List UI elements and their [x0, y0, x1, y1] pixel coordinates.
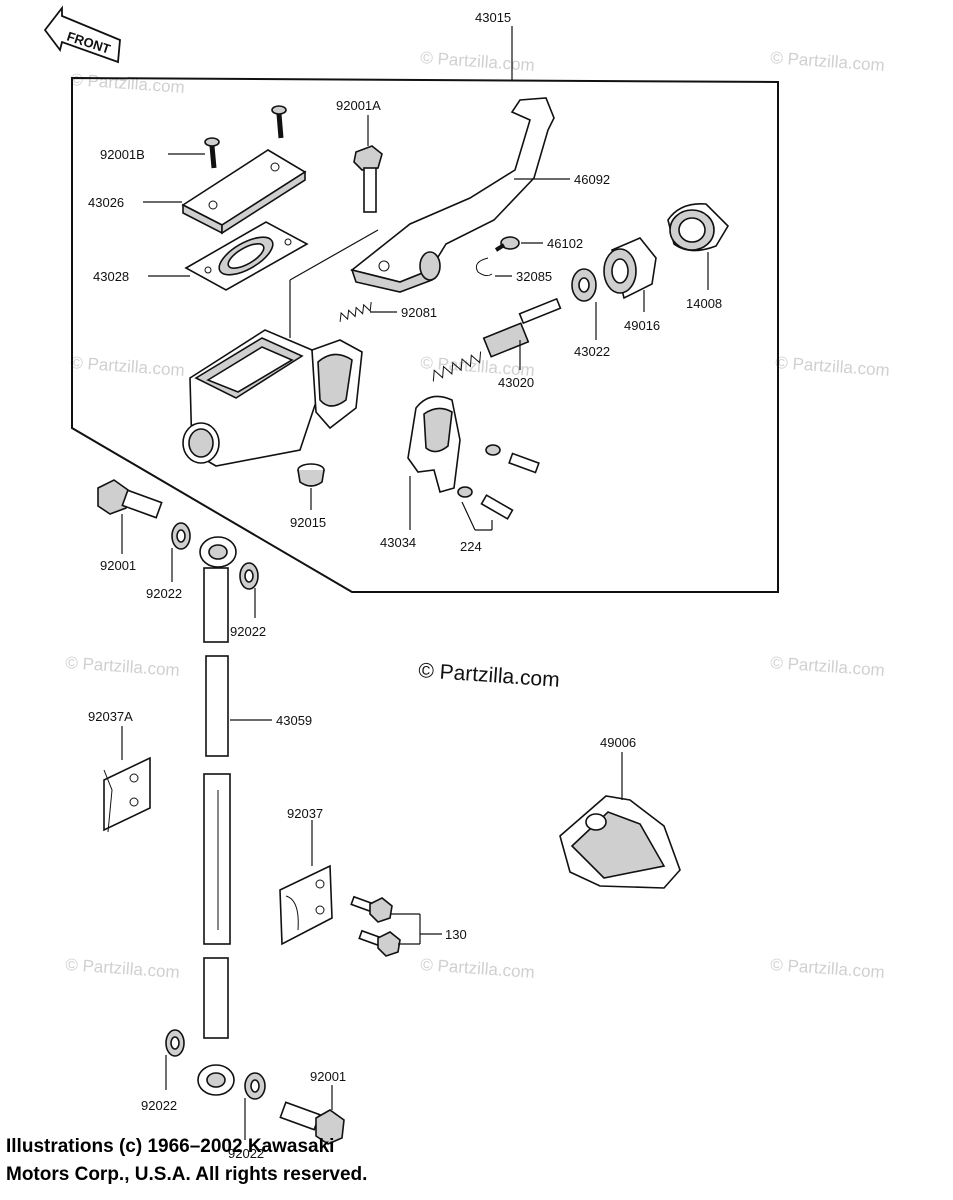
lever-cover-icon	[559, 795, 681, 889]
washer-icon	[571, 268, 597, 302]
label-92022-d: 92022	[228, 1146, 264, 1161]
label-92001-bottom: 92001	[310, 1069, 346, 1084]
banjo-bolt-icon	[97, 479, 163, 519]
label-92001-top: 92001	[100, 558, 136, 573]
watermark: © Partzilla.com	[70, 70, 186, 97]
washer-icon	[244, 1072, 266, 1100]
dust-boot-icon	[667, 203, 730, 252]
adjuster-screw-icon	[494, 236, 520, 252]
bracket-bolts-icon	[350, 895, 401, 957]
label-130: 130	[445, 927, 467, 942]
label-49006: 49006	[600, 735, 636, 750]
label-92022-b: 92022	[230, 624, 266, 639]
label-92081: 92081	[401, 305, 437, 320]
label-43015: 43015	[475, 10, 511, 25]
copyright-line-1: Illustrations (c) 1966–2002 Kawasaki	[6, 1136, 335, 1157]
label-43028: 43028	[93, 269, 129, 284]
label-224: 224	[460, 539, 482, 554]
screw-92001b-icon	[204, 105, 287, 169]
label-14008: 14008	[686, 296, 722, 311]
hose-clamp-icon	[279, 864, 333, 946]
clamp-icon	[407, 395, 461, 493]
washer-icon	[171, 522, 191, 550]
label-92001a: 92001A	[336, 98, 381, 113]
watermark: © Partzilla.com	[420, 48, 536, 75]
label-43026: 43026	[88, 195, 124, 210]
brake-lever-icon	[350, 97, 555, 293]
label-92015: 92015	[290, 515, 326, 530]
watermark: © Partzilla.com	[70, 353, 186, 380]
cap-nut-icon	[297, 463, 325, 487]
watermark: © Partzilla.com	[65, 653, 181, 680]
copyright-line-2: Motors Corp., U.S.A. All rights reserved…	[6, 1164, 368, 1185]
label-92037: 92037	[287, 806, 323, 821]
leader-224	[461, 501, 476, 531]
clamp-bolts-icon	[457, 444, 540, 520]
label-49016: 49016	[624, 318, 660, 333]
watermark: © Partzilla.com	[775, 353, 891, 380]
label-92001b: 92001B	[100, 147, 145, 162]
assembly-outline	[71, 76, 779, 593]
center-watermark: © Partzilla.com	[418, 659, 561, 692]
watermark-group: © Partzilla.com © Partzilla.com © Partzi…	[65, 48, 891, 982]
label-43022: 43022	[574, 344, 610, 359]
watermark: © Partzilla.com	[65, 955, 181, 982]
hose-clamp-icon	[103, 756, 151, 833]
label-92022-a: 92022	[146, 586, 182, 601]
master-cylinder-icon	[182, 329, 363, 467]
clip-icon	[475, 257, 493, 277]
piston-assembly-icon	[432, 297, 562, 382]
spring-icon	[339, 301, 372, 322]
diaphragm-icon	[184, 221, 309, 291]
banjo-bolt-icon	[279, 1101, 345, 1145]
reservoir-cap-icon	[181, 149, 307, 235]
label-46102: 46102	[547, 236, 583, 251]
piston-cup-icon	[603, 237, 657, 300]
label-46092: 46092	[574, 172, 610, 187]
brake-hose-icon	[197, 536, 237, 1096]
leader-cylinder-to-assembly	[289, 229, 379, 281]
label-92022-c: 92022	[141, 1098, 177, 1113]
watermark: © Partzilla.com	[770, 653, 886, 680]
label-43034: 43034	[380, 535, 416, 550]
label-43020: 43020	[498, 375, 534, 390]
watermark: © Partzilla.com	[770, 955, 886, 982]
label-32085: 32085	[516, 269, 552, 284]
pivot-bolt-icon	[353, 145, 383, 213]
watermark: © Partzilla.com	[420, 955, 536, 982]
label-43059: 43059	[276, 713, 312, 728]
washer-icon	[239, 562, 259, 590]
label-92037a: 92037A	[88, 709, 133, 724]
front-arrow-icon: FRONT	[43, 5, 121, 64]
washer-icon	[165, 1029, 185, 1057]
watermark: © Partzilla.com	[770, 48, 886, 75]
